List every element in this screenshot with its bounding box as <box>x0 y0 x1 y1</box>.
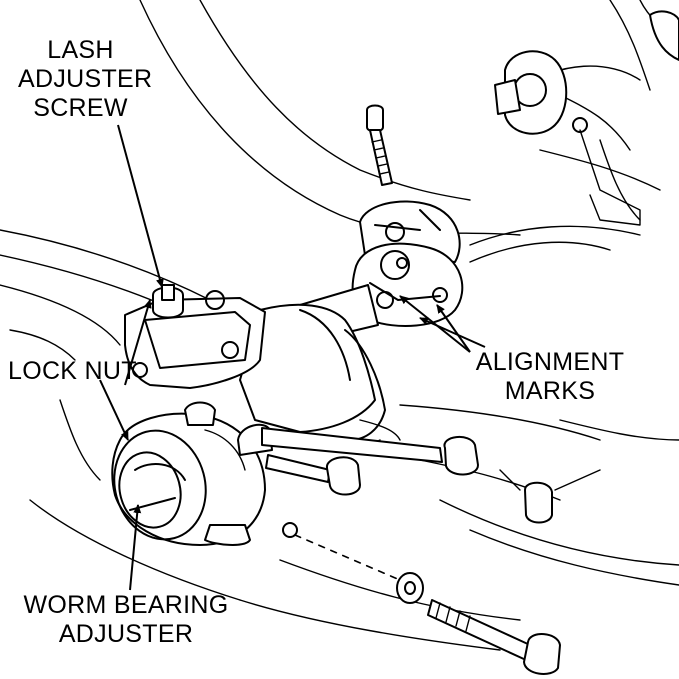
label-line: ALIGNMENT <box>475 348 625 376</box>
label-line: SCREW <box>33 94 128 122</box>
label-line: ADJUSTER <box>58 620 194 648</box>
worm-bearing-end <box>111 401 273 546</box>
leader-lock-nut-b <box>124 299 152 386</box>
label-lash-adjuster-screw: LASH ADJUSTER SCREW <box>18 36 153 123</box>
upper-bracket <box>494 10 679 226</box>
label-line: WORM BEARING <box>23 591 229 619</box>
label-worm-bearing-adjuster: WORM BEARING ADJUSTER <box>6 591 246 649</box>
coupler-pinch-bolt <box>366 104 393 186</box>
label-line: MARKS <box>504 377 596 405</box>
mounting-bolt-lower <box>282 522 561 675</box>
mounting-bolt-upper <box>261 427 479 476</box>
label-alignment-marks: ALIGNMENT MARKS <box>455 348 645 406</box>
line-fitting <box>499 469 601 524</box>
leader-alignment-c <box>419 317 486 348</box>
side-cover <box>124 284 266 389</box>
leader-alignment-b <box>436 304 471 353</box>
leader-lock-nut-a <box>99 379 129 441</box>
mounting-bolt-middle <box>265 454 361 496</box>
leader-lines <box>99 124 486 591</box>
label-lock-nut: LOCK NUT <box>8 357 153 386</box>
gear-housing <box>239 303 401 446</box>
leader-worm-bearing <box>129 504 142 591</box>
leader-lash-adjuster <box>117 124 164 288</box>
label-line: LASH <box>47 36 114 64</box>
label-line: LOCK NUT <box>8 357 137 385</box>
label-line: ADJUSTER <box>18 65 153 93</box>
flex-coupler <box>351 200 464 327</box>
